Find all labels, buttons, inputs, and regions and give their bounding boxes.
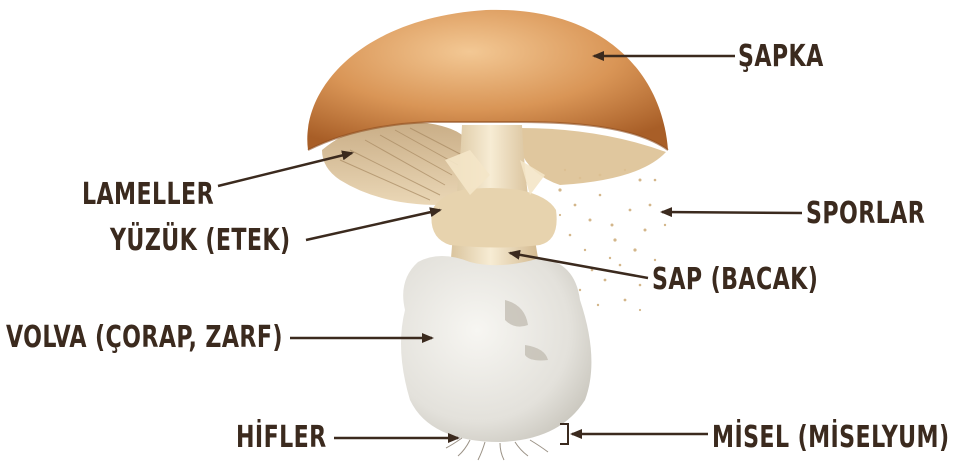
mycelium-bracket (560, 424, 568, 444)
label-volva: VOLVA (ÇORAP, ZARF) (6, 321, 283, 355)
arrow-ring (306, 210, 440, 240)
label-stem: SAP (BACAK) (652, 263, 818, 297)
label-mycelium: MİSEL (MİSELYUM) (712, 421, 950, 455)
label-spores: SPORLAR (806, 197, 925, 231)
label-hyphae: HİFLER (236, 421, 327, 455)
ring-shape (431, 188, 556, 248)
label-ring: YÜZÜK (ETEK) (110, 224, 291, 258)
label-cap: ŞAPKA (738, 40, 824, 74)
label-gills: LAMELLER (82, 178, 214, 212)
volva-shape (401, 256, 591, 442)
arrow-spores (662, 212, 802, 213)
